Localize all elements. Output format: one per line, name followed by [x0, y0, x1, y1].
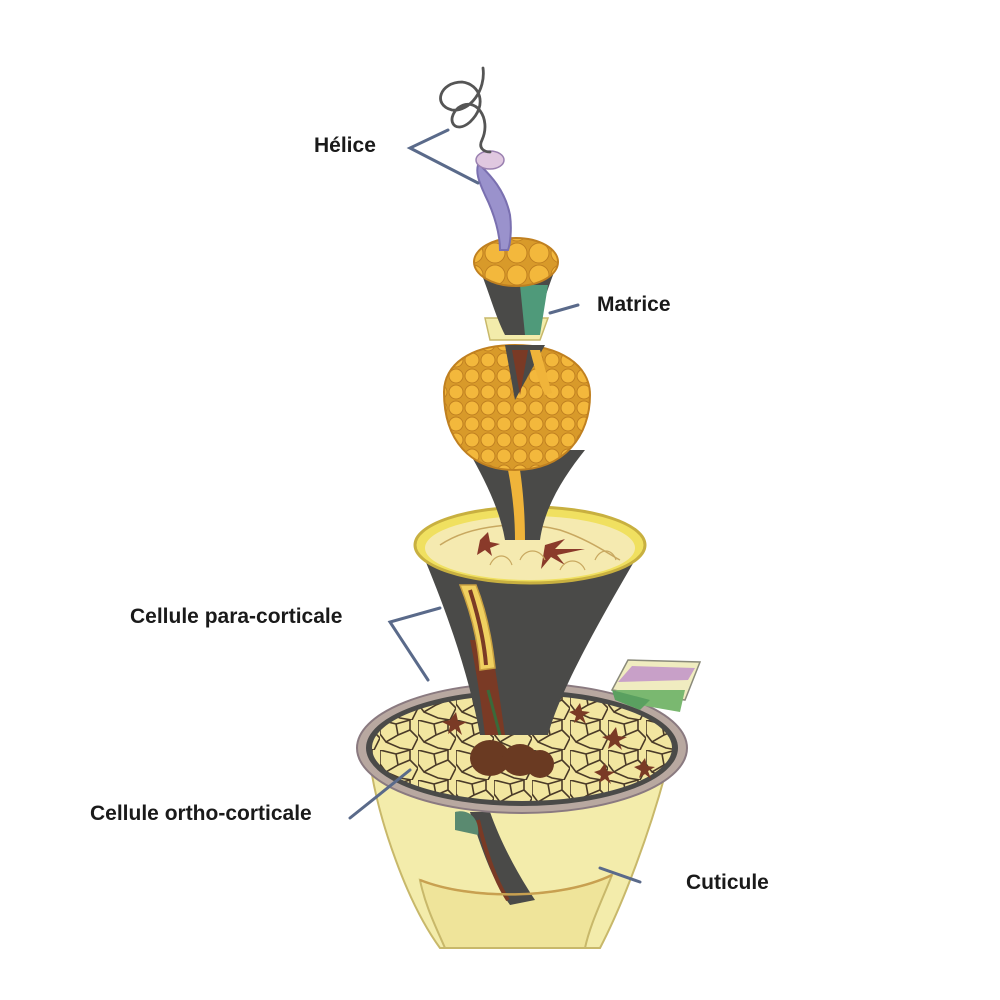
macrofibril-bundle: [442, 343, 592, 540]
label-para-corticale: Cellule para-corticale: [130, 605, 343, 628]
leader-line-cuticule: [598, 866, 642, 884]
leader-line-matrice: [548, 303, 580, 315]
microfibril: [473, 237, 559, 341]
leader-line-para: [387, 606, 442, 682]
alpha-helix: [439, 66, 512, 251]
label-ortho-corticale: Cellule ortho-corticale: [90, 802, 312, 825]
cuticle-scales: [610, 659, 702, 712]
cortex-funnel: [413, 505, 647, 736]
leader-line-ortho: [348, 768, 412, 820]
leader-line-helice: [406, 128, 480, 185]
cuticle-cylinder: [370, 774, 667, 949]
leader-lines: [348, 128, 642, 884]
label-helice: Hélice: [314, 134, 376, 157]
label-matrice: Matrice: [597, 293, 671, 316]
label-cuticule: Cuticule: [686, 871, 769, 894]
